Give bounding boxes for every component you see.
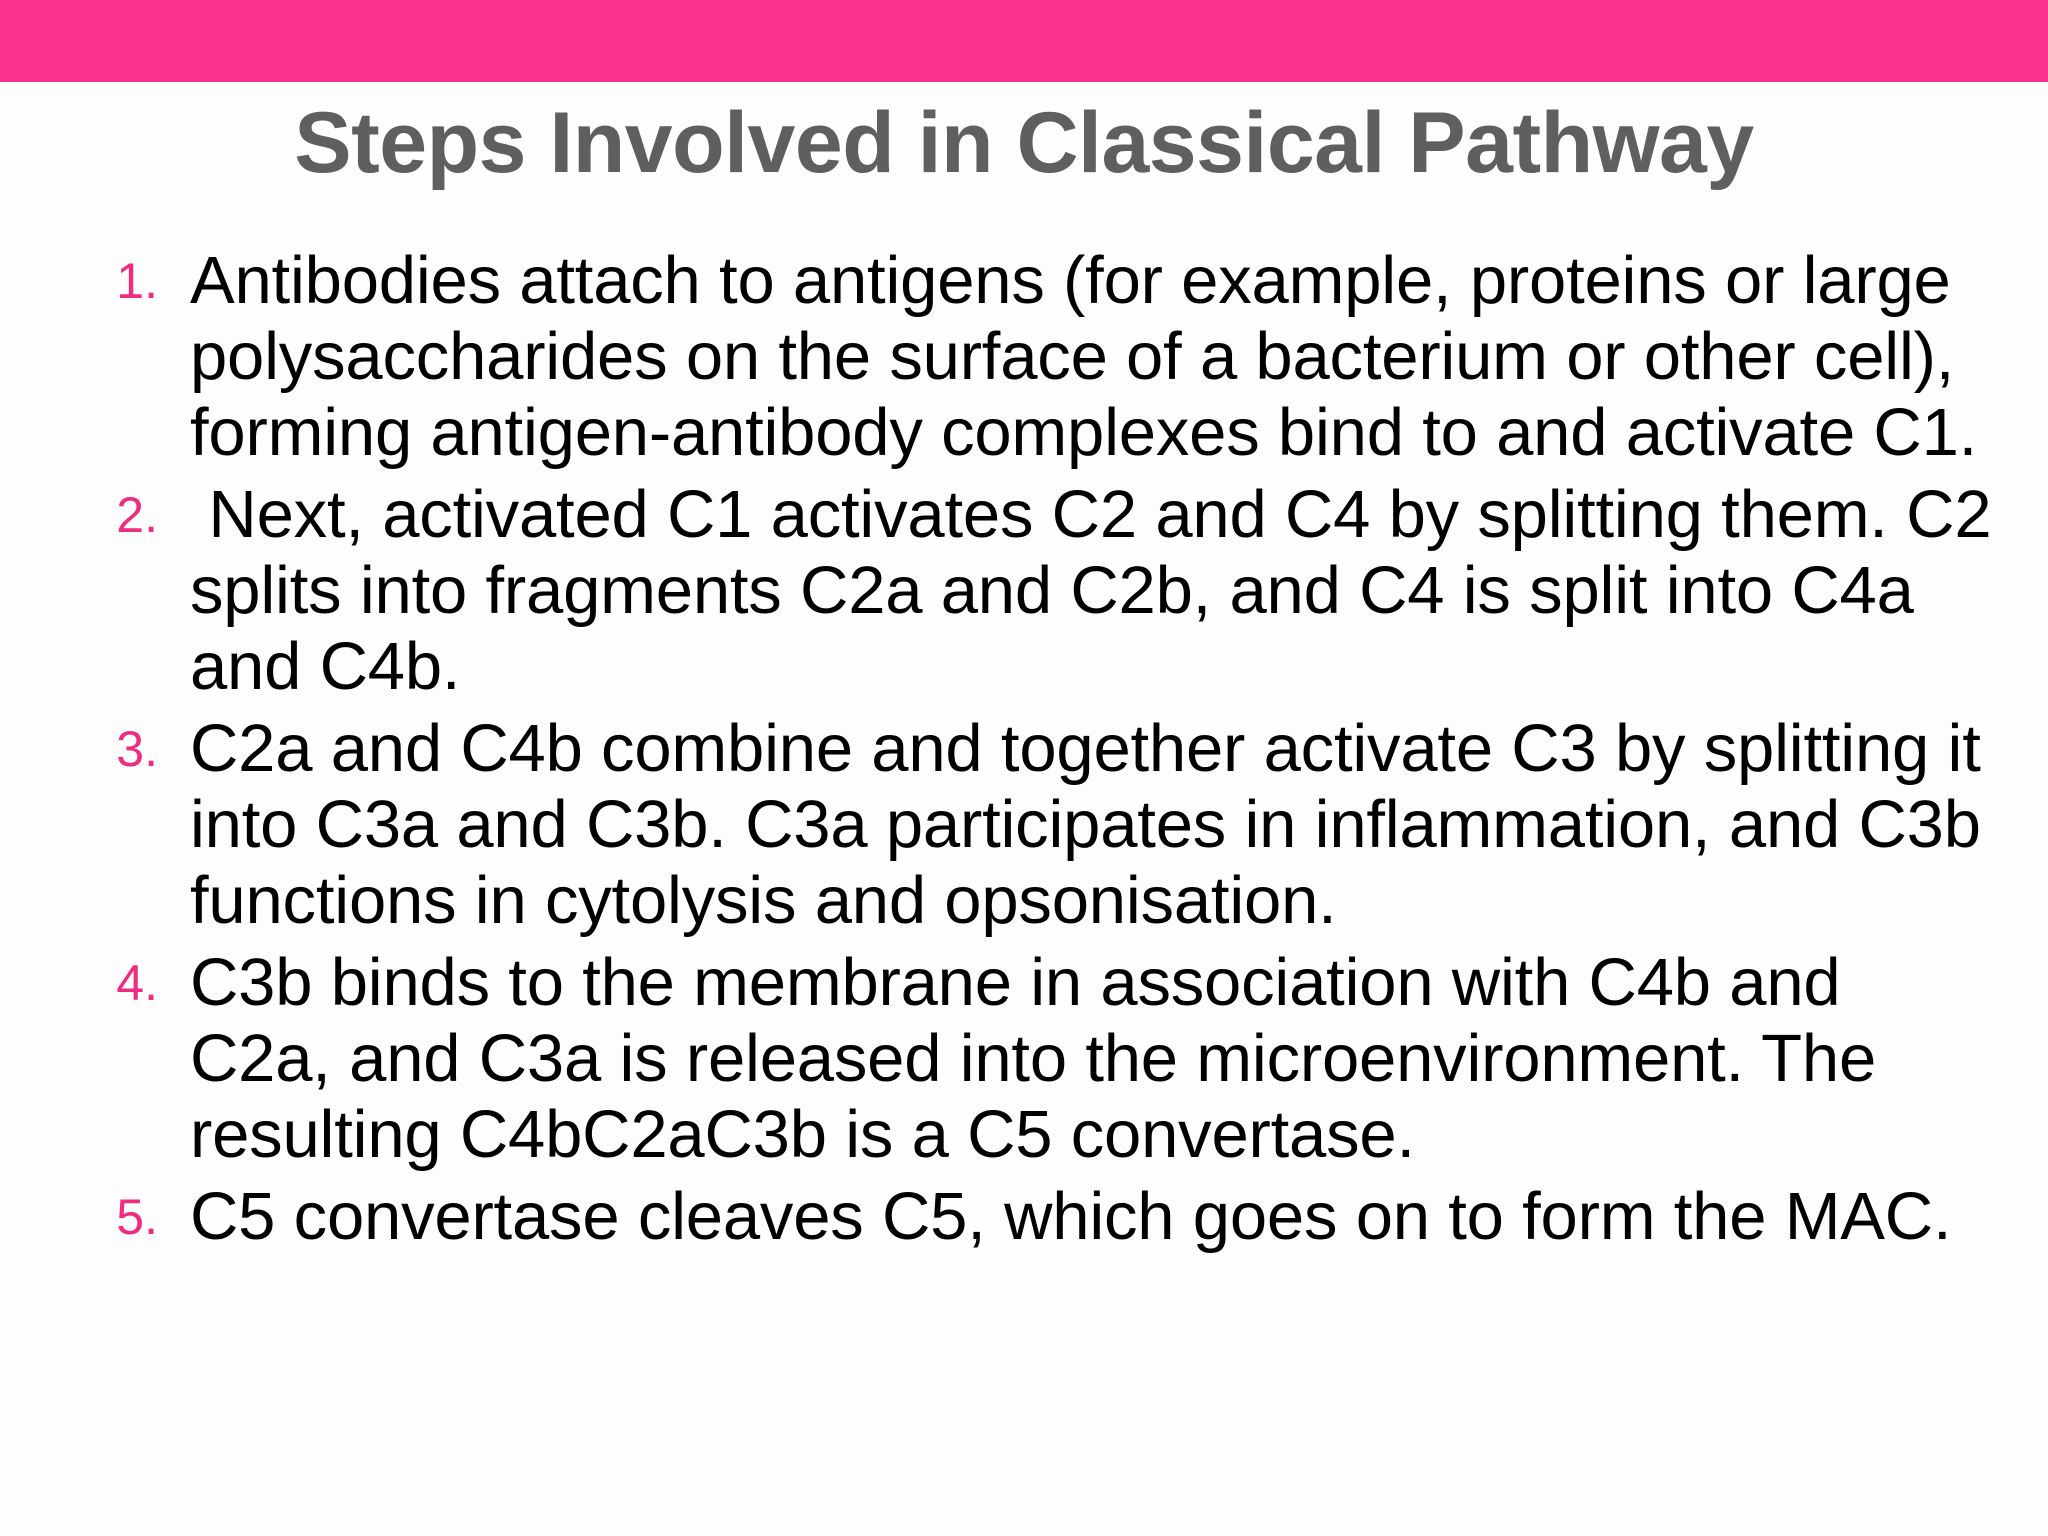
list-item: 4. C3b binds to the membrane in associat… (52, 945, 1992, 1173)
steps-list: 1. Antibodies attach to antigens (for ex… (52, 243, 1992, 1261)
list-item-text: Antibodies attach to antigens (for examp… (190, 243, 1978, 470)
title-block: Steps Involved in Classical Pathway (0, 82, 2048, 192)
list-item-text: C5 convertase cleaves C5, which goes on … (190, 1179, 1952, 1254)
list-item-marker: 2. (116, 487, 158, 543)
list-item-marker: 3. (116, 721, 158, 777)
page-title: Steps Involved in Classical Pathway (294, 95, 1754, 191)
list-item-text: C3b binds to the membrane in association… (190, 945, 1895, 1172)
list-item: 2. Next, activated C1 activates C2 and C… (52, 477, 1992, 705)
list-item-text: Next, activated C1 activates C2 and C4 b… (190, 477, 2010, 704)
list-item-text: C2a and C4b combine and together activat… (190, 711, 2000, 938)
top-accent-bar (0, 0, 2048, 82)
list-item: 5. C5 convertase cleaves C5, which goes … (52, 1179, 1992, 1255)
list-item: 3. C2a and C4b combine and together acti… (52, 711, 1992, 939)
list-item-marker: 5. (116, 1189, 158, 1245)
list-item: 1. Antibodies attach to antigens (for ex… (52, 243, 1992, 471)
list-item-marker: 4. (116, 955, 158, 1011)
list-item-marker: 1. (116, 253, 158, 309)
